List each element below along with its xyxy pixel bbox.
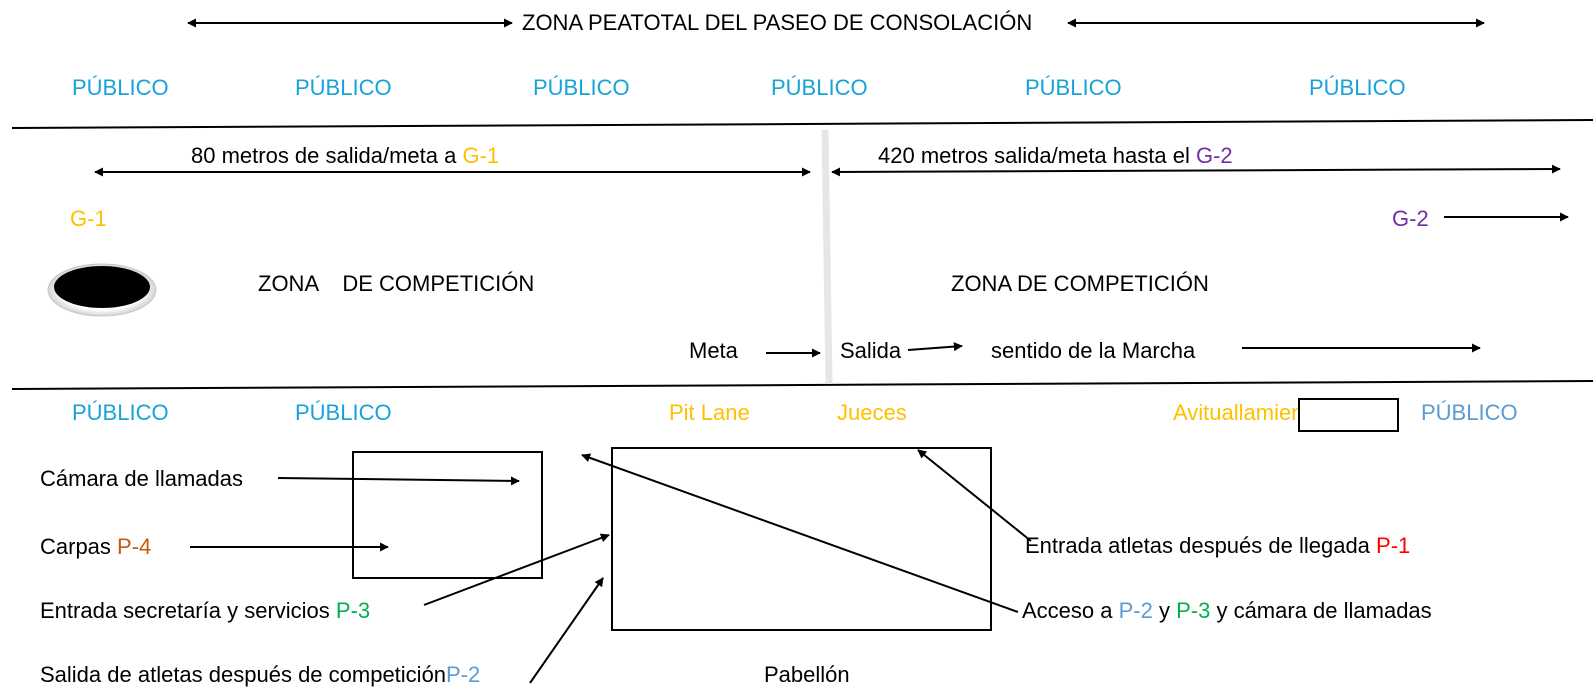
bottom-boundary-line xyxy=(11,380,1593,390)
p1-arrow xyxy=(917,449,1032,542)
public-label: PÚBLICO xyxy=(295,400,392,425)
acceso-label: Acceso a P-2 y P-3 y cámara de llamadas xyxy=(1022,598,1432,624)
camara-carpas-box xyxy=(352,451,543,579)
entrada-atletas-label: Entrada atletas después de llegada P-1 xyxy=(1025,533,1410,559)
g2-marker: G-2 xyxy=(1392,206,1429,231)
public-label: PÚBLICO xyxy=(72,400,169,425)
distance-left-text: 80 metros de salida/meta a xyxy=(191,143,463,168)
acceso-rest: y cámara de llamadas xyxy=(1210,598,1432,623)
salida-arrow xyxy=(907,342,963,352)
pit-lane-label: Pit Lane xyxy=(669,400,750,425)
distance-right-text: 420 metros salida/meta hasta el xyxy=(878,143,1196,168)
distance-left-label: 80 metros de salida/meta a G-1 xyxy=(191,143,499,169)
public-label: PÚBLICO xyxy=(533,75,630,100)
camara-label: Cámara de llamadas xyxy=(40,466,243,491)
distance-right-tag: G-2 xyxy=(1195,143,1233,168)
camara-arrow xyxy=(277,476,520,486)
acceso-p2-tag: P-2 xyxy=(1118,598,1153,623)
secretaria-label: Entrada secretaría y servicios P-3 xyxy=(40,598,370,624)
entrada-atletas-text: Entrada atletas después de llegada xyxy=(1025,533,1377,558)
start-finish-divider xyxy=(821,129,833,385)
top-boundary-line xyxy=(11,119,1593,129)
avituallamiento-label: Avituallamien xyxy=(1173,400,1304,425)
access-arrow xyxy=(581,453,1019,613)
acceso-text: Acceso a xyxy=(1022,598,1119,623)
salida-atletas-label: Salida de atletas después de competición… xyxy=(40,662,480,688)
carpas-tag: P-4 xyxy=(117,534,152,559)
direction-label: sentido de la Marcha xyxy=(991,338,1196,363)
public-label: PÚBLICO xyxy=(295,75,392,100)
public-label: PÚBLICO xyxy=(1421,400,1518,425)
entrada-atletas-tag: P-1 xyxy=(1376,533,1411,558)
pabellon-box xyxy=(611,447,992,631)
public-label: PÚBLICO xyxy=(72,75,169,100)
pabellon-label: Pabellón xyxy=(764,662,850,687)
acceso-y: y xyxy=(1152,598,1177,623)
acceso-p3-tag: P-3 xyxy=(1176,598,1211,623)
secretaria-tag: P-3 xyxy=(335,598,371,623)
salida-atletas-text: Salida de atletas después de competición xyxy=(40,662,447,687)
salida-label: Salida xyxy=(840,338,902,363)
distance-left-tag: G-1 xyxy=(462,143,500,168)
avituallamiento-box xyxy=(1298,398,1399,432)
public-label: PÚBLICO xyxy=(1309,75,1406,100)
p2-arrow xyxy=(529,577,604,684)
distance-right-label: 420 metros salida/meta hasta el G-2 xyxy=(878,143,1233,169)
header-title: ZONA PEATOTAL DEL PASEO DE CONSOLACIÓN xyxy=(522,10,1033,35)
zone-right-label: ZONA DE COMPETICIÓN xyxy=(951,271,1209,296)
jueces-label: Jueces xyxy=(837,400,907,425)
carpas-text: Carpas xyxy=(40,534,118,559)
g1-disc-icon xyxy=(47,263,157,317)
p3-arrow xyxy=(423,533,610,606)
salida-atletas-tag: P-2 xyxy=(446,662,481,687)
public-label: PÚBLICO xyxy=(1025,75,1122,100)
secretaria-text: Entrada secretaría y servicios xyxy=(40,598,336,623)
g1-marker: G-1 xyxy=(70,206,107,231)
public-label: PÚBLICO xyxy=(771,75,868,100)
zone-left-label: ZONA DE COMPETICIÓN xyxy=(258,271,535,296)
distance-right-arrow xyxy=(831,164,1561,177)
carpas-label: Carpas P-4 xyxy=(40,534,151,560)
meta-label: Meta xyxy=(689,338,738,363)
